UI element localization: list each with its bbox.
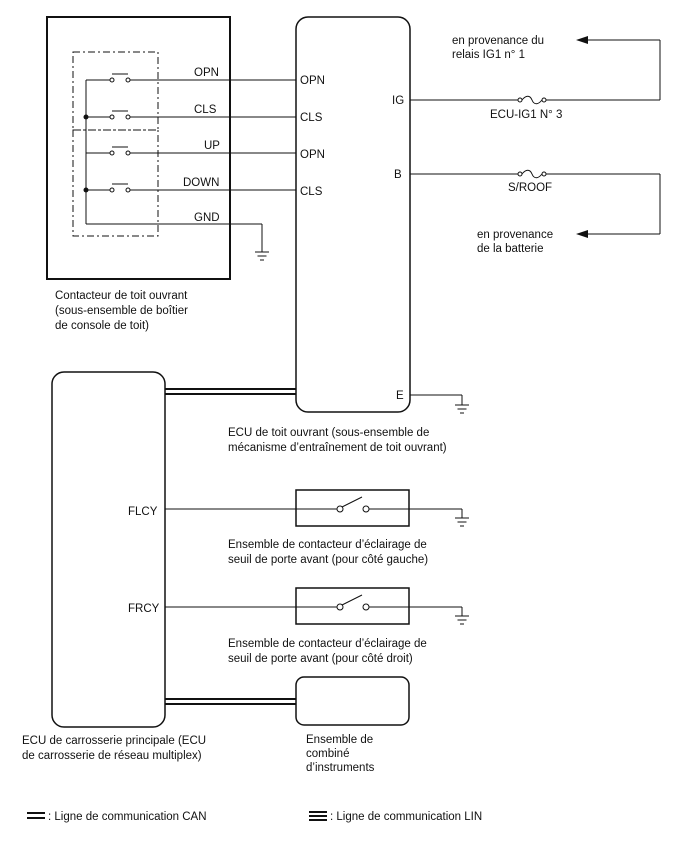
can-line-roof [165, 388, 296, 395]
wire-label-cls: CLS [194, 104, 217, 116]
fuse-ecu-ig1 [517, 95, 547, 105]
body-ecu-pin-frcy: FRCY [128, 603, 160, 615]
body-ecu-caption: ECU de carrosserie principale (ECU de ca… [22, 735, 209, 762]
door-switch-left-caption-line2: seuil de porte avant (pour côté gauche) [228, 554, 428, 566]
instrument-cluster-caption-line2: combiné [306, 748, 349, 760]
roof-switch-subbox-top [72, 51, 159, 131]
wire-label-up: UP [204, 140, 220, 152]
switch-up [86, 146, 296, 156]
relay-ig1-line1: en provenance du [452, 35, 544, 47]
wire-label-down: DOWN [183, 177, 219, 189]
instrument-cluster-caption: Ensemble de combiné d’instruments [306, 734, 376, 774]
battery-circuit: S/ROOF en provenance de la batterie [410, 169, 661, 255]
arrow-icon-battery [576, 230, 588, 238]
fuse-sroof-label: S/ROOF [508, 182, 552, 194]
fuse-ecu-ig1-label: ECU-IG1 N° 3 [490, 109, 562, 121]
relay-ig1-line2: relais IG1 n° 1 [452, 49, 525, 61]
roof-ecu-pin-b: B [394, 169, 402, 181]
can-line-cluster [165, 698, 296, 705]
legend: : Ligne de communication CAN : Ligne de … [27, 811, 482, 823]
body-ecu-pin-flcy: FLCY [128, 506, 158, 518]
battery-line1: en provenance [477, 229, 553, 241]
instrument-cluster-caption-line1: Ensemble de [306, 734, 373, 746]
roof-switch: OPN CLS UP DOWN GND Contacteur de toit o… [46, 16, 296, 332]
battery-label: en provenance de la batterie [477, 229, 556, 255]
door-switch-left: Ensemble de contacteur d’éclairage de se… [165, 489, 469, 566]
door-switch-left-box [295, 489, 410, 527]
switch-cls [86, 110, 296, 120]
door-switch-right: Ensemble de contacteur d’éclairage de se… [165, 587, 469, 665]
roof-ecu-caption-line1: ECU de toit ouvrant (sous-ensemble de [228, 427, 429, 439]
roof-switch-caption-line3: de console de toit) [55, 320, 149, 332]
arrow-icon-relay [576, 36, 588, 44]
roof-ecu-pin-e: E [396, 390, 404, 402]
switch-opn [86, 73, 296, 83]
battery-line2: de la batterie [477, 243, 544, 255]
roof-switch-caption-line2: (sous-ensemble de boîtier [55, 305, 188, 317]
legend-can-symbol [27, 812, 45, 819]
body-ecu-caption-line2: de carrosserie de réseau multiplex) [22, 750, 202, 762]
body-ecu: FLCY FRCY ECU de carrosserie principale … [22, 371, 209, 762]
legend-lin-label: : Ligne de communication LIN [330, 811, 482, 823]
roof-ecu-pin-opn-2: OPN [300, 149, 325, 161]
door-switch-right-caption-line2: seuil de porte avant (pour côté droit) [228, 653, 413, 665]
wire-label-opn: OPN [194, 67, 219, 79]
roof-ecu-caption: ECU de toit ouvrant (sous-ensemble de mé… [228, 427, 447, 454]
door-switch-left-caption-line1: Ensemble de contacteur d’éclairage de [228, 539, 427, 551]
body-ecu-box [51, 371, 166, 728]
legend-lin-symbol [309, 811, 327, 821]
ground-symbol-door-left [455, 517, 469, 527]
instrument-cluster-caption-line3: d’instruments [306, 762, 375, 774]
instrument-cluster: Ensemble de combiné d’instruments [165, 676, 410, 774]
roof-ecu-pin-cls-2: CLS [300, 186, 323, 198]
legend-can-label: : Ligne de communication CAN [48, 811, 207, 823]
ig-circuit: en provenance du relais IG1 n° 1 ECU-IG1… [410, 35, 661, 121]
roof-ecu-caption-line2: mécanisme d’entraînement de toit ouvrant… [228, 442, 447, 454]
fuse-sroof [517, 169, 547, 179]
roof-switch-caption: Contacteur de toit ouvrant (sous-ensembl… [55, 290, 191, 332]
door-switch-left-caption: Ensemble de contacteur d’éclairage de se… [228, 539, 430, 566]
roof-ecu: OPN CLS OPN CLS IG B E ECU de toit ouvra… [228, 16, 447, 454]
door-switch-right-caption: Ensemble de contacteur d’éclairage de se… [228, 638, 430, 665]
roof-ecu-box [295, 16, 411, 413]
roof-switch-box [46, 16, 231, 280]
switch-down [86, 183, 296, 193]
ground-symbol-roof-ecu [410, 394, 469, 414]
door-switch-right-box [295, 587, 410, 625]
roof-ecu-pin-opn-1: OPN [300, 75, 325, 87]
body-ecu-caption-line1: ECU de carrosserie principale (ECU [22, 735, 206, 747]
wire-label-gnd: GND [194, 212, 220, 224]
roof-switch-caption-line1: Contacteur de toit ouvrant [55, 290, 188, 302]
ground-symbol-door-right [455, 615, 469, 625]
door-switch-right-caption-line1: Ensemble de contacteur d’éclairage de [228, 638, 427, 650]
instrument-cluster-box [295, 676, 410, 726]
ground-symbol-roof-switch [255, 251, 269, 261]
relay-ig1-label: en provenance du relais IG1 n° 1 [452, 35, 547, 61]
roof-ecu-pin-ig: IG [392, 95, 404, 107]
roof-ecu-pin-cls-1: CLS [300, 112, 323, 124]
roof-switch-subbox-bottom [72, 129, 159, 237]
